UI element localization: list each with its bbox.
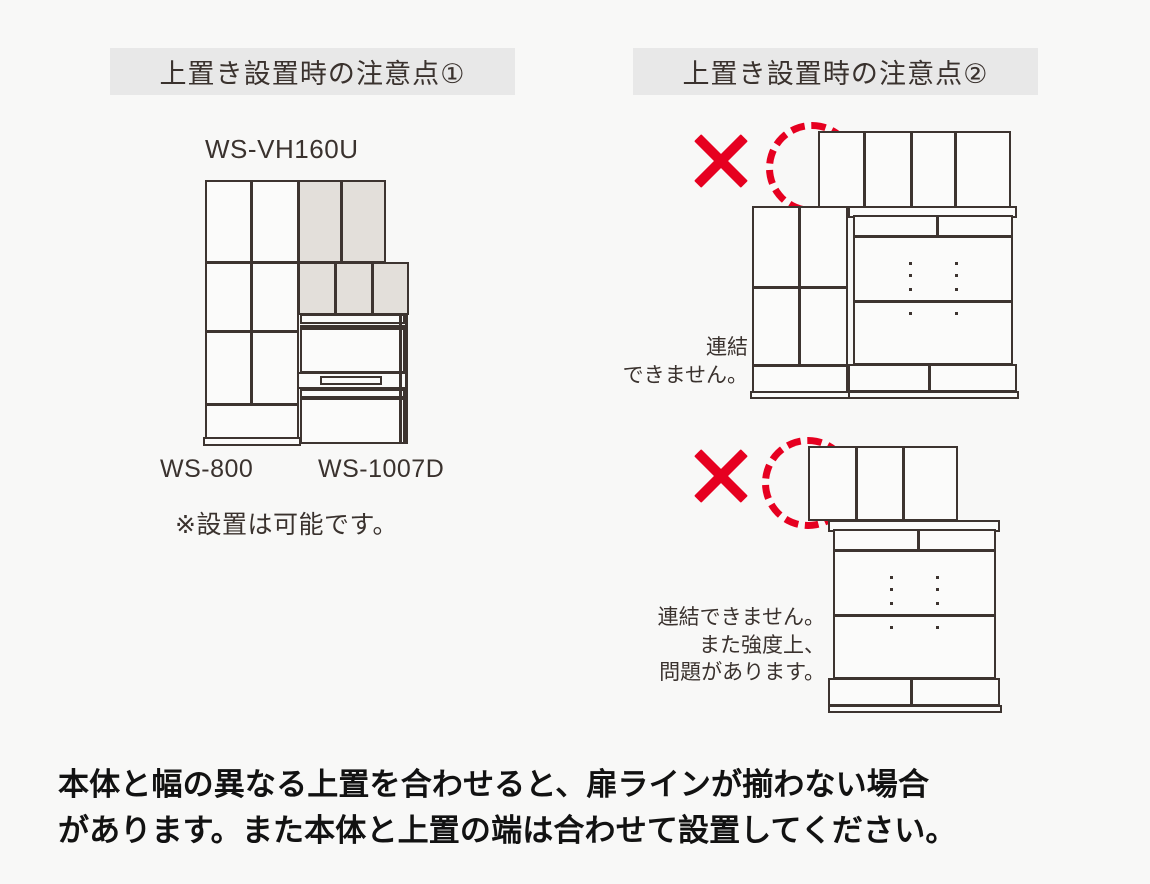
upper-addon-door-1 [298,180,342,263]
left-cabinet-bottom-drawer [205,404,299,439]
case1-right-cabinet-top-door-1 [853,215,938,237]
case2-caption-line1: 連結できません。 [657,606,825,629]
case1-right-cabinet-shelf-lower [853,301,1013,365]
case2-cabinet-bottom-drawer-1 [828,678,912,706]
case1-left-cabinet-plinth [750,391,850,399]
case1-left-cabinet-r2c1 [752,287,800,366]
right-unit-post-inner [399,314,402,444]
left-cabinet-door-r2c2 [251,262,299,332]
case1-upper-door-4 [955,131,1011,208]
panel-right-header: 上置き設置時の注意点② [633,48,1038,95]
case2-cabinet-bottom-drawer-2 [911,678,1000,706]
upper-addon-lower-door-1 [298,262,336,315]
right-unit-post-outer [405,314,408,444]
left-cabinet-door-r1c1 [205,180,252,263]
case1-left-cabinet-bottom-drawer [752,365,848,393]
case1-right-cabinet-bottom-drawer-1 [848,364,930,392]
left-cabinet-door-r3c2 [251,331,299,405]
case2-cabinet-plinth [828,705,1002,713]
case1-upper-door-3 [911,131,956,208]
note-installation-possible: ※設置は可能です。 [175,511,398,539]
case1-caption-line2: できません。 [622,363,748,387]
right-unit-mid-rail [300,389,405,398]
model-label-right-cabinet: WS-1007D [318,455,445,483]
panel-left-header-text: 上置き設置時の注意点① [159,59,466,89]
case2-upper-door-1 [808,446,857,521]
left-cabinet-door-r1c2 [251,180,299,263]
panel-right-header-text: 上置き設置時の注意点② [682,59,989,89]
case1-caption: 連結 できません。 [560,334,748,389]
right-unit-divider-slot [320,376,382,385]
case1-right-cabinet-bottom-drawer-2 [929,364,1017,392]
case2-upper-door-2 [856,446,904,521]
case2-caption-line2: また強度上、 [699,633,825,657]
upper-addon-lower-door-2 [335,262,373,315]
panel-left-header: 上置き設置時の注意点① [110,48,515,95]
case1-right-cabinet-top-door-2 [937,215,1013,237]
left-cabinet-door-r3c1 [205,331,252,405]
upper-addon-door-2 [341,180,386,263]
body-text-line2: があります。また本体と上置の端は合わせて設置してください。 [58,812,957,848]
case1-left-cabinet-r1c2 [799,206,848,288]
right-unit-lower-drawer [300,398,405,444]
case1-right-cabinet-plinth [848,391,1019,399]
left-cabinet-plinth [203,437,301,446]
case1-left-cabinet-r1c1 [752,206,800,288]
case2-cabinet-shelf-lower [833,615,996,679]
left-cabinet-door-r2c1 [205,262,252,332]
right-unit-top-rail [300,314,405,324]
case2-caption-line3: 問題があります。 [659,661,825,685]
case1-upper-door-1 [818,131,865,208]
case2-upper-door-3 [903,446,958,521]
case1-caption-line1: 連結 [706,336,748,359]
case1-left-cabinet-r2c2 [799,287,848,366]
x-mark-icon-case2 [688,443,754,509]
right-unit-open-shelf [300,328,405,373]
upper-addon-lower-door-3 [372,262,409,315]
case1-right-cabinet-shelf-upper [853,236,1013,302]
case2-cabinet-top-door-2 [918,529,996,551]
body-text: 本体と幅の異なる上置を合わせると、扉ラインが揃わない場合 があります。また本体と… [58,762,1098,854]
model-label-left-cabinet: WS-800 [160,455,254,483]
model-label-upper-unit: WS-VH160U [205,134,359,164]
body-text-line1: 本体と幅の異なる上置を合わせると、扉ラインが揃わない場合 [58,767,930,802]
right-unit-top-rail-line [300,325,405,328]
case1-upper-door-2 [864,131,912,208]
case2-cabinet-shelf-upper [833,550,996,616]
case2-caption: 連結できません。 また強度上、 問題があります。 [520,604,825,687]
case2-cabinet-top-door-1 [833,529,919,551]
x-mark-icon-case1 [688,128,754,194]
